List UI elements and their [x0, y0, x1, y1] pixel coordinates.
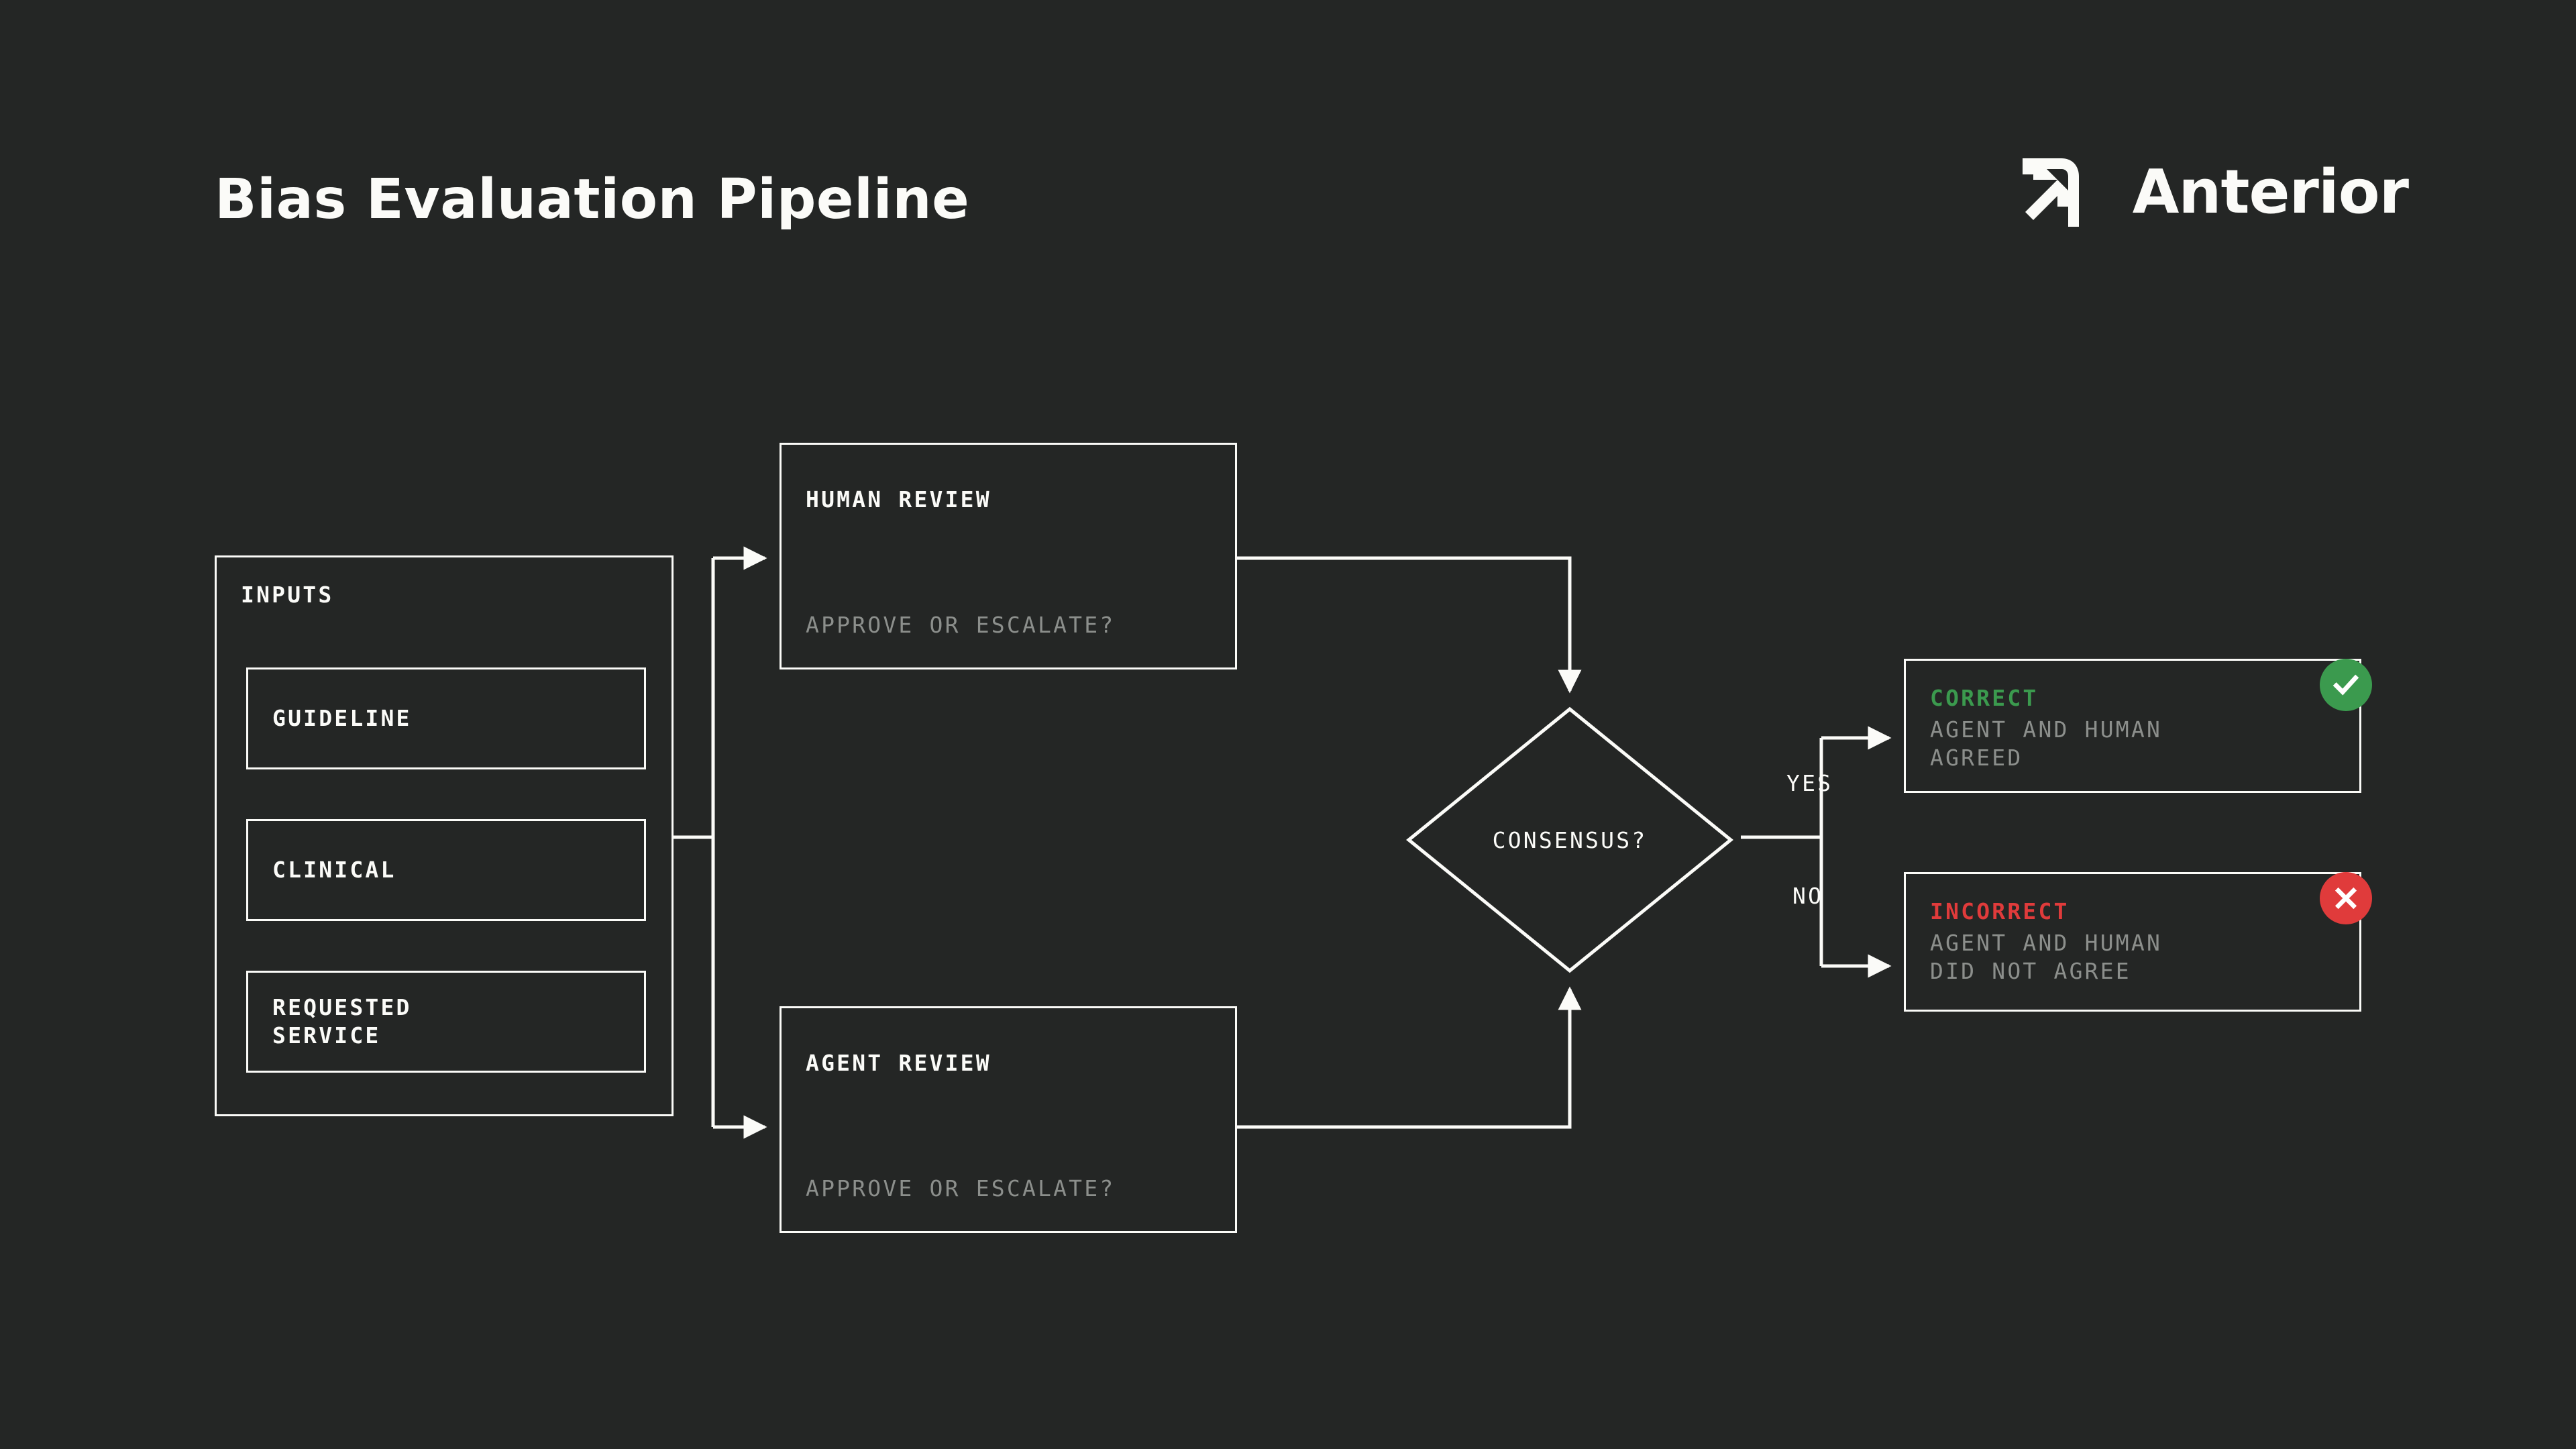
human-review-title: HUMAN REVIEW: [806, 486, 991, 513]
page-title: Bias Evaluation Pipeline: [215, 168, 970, 231]
branch-label-no: NO: [1792, 883, 1824, 909]
outcome-incorrect-title: INCORRECT: [1930, 898, 2070, 924]
consensus-decision-node[interactable]: CONSENSUS?: [1399, 669, 1741, 1011]
outcome-incorrect-node[interactable]: INCORRECT AGENT AND HUMAN DID NOT AGREE: [1904, 872, 2361, 1012]
agent-review-subtitle: APPROVE OR ESCALATE?: [806, 1175, 1116, 1201]
brand-lockup: Anterior: [2020, 156, 2409, 229]
input-chip-requested-service[interactable]: REQUESTED SERVICE: [246, 971, 646, 1073]
brand-name: Anterior: [2132, 157, 2409, 227]
input-chip-label: REQUESTED SERVICE: [272, 994, 412, 1049]
x-icon: [2334, 887, 2357, 910]
outcome-correct-node[interactable]: CORRECT AGENT AND HUMAN AGREED: [1904, 659, 2361, 793]
anterior-a-mark-icon: [2022, 158, 2079, 227]
outcome-correct-subtitle: AGENT AND HUMAN AGREED: [1930, 716, 2163, 771]
input-chip-label: GUIDELINE: [272, 704, 412, 731]
outcome-incorrect-subtitle: AGENT AND HUMAN DID NOT AGREE: [1930, 930, 2163, 985]
check-icon: [2332, 674, 2359, 696]
outcome-correct-title: CORRECT: [1930, 685, 2039, 711]
branch-label-yes: YES: [1786, 770, 1833, 796]
agent-review-title: AGENT REVIEW: [806, 1050, 991, 1076]
inputs-title: INPUTS: [241, 582, 334, 608]
consensus-label: CONSENSUS?: [1492, 826, 1648, 853]
inputs-node[interactable]: INPUTS GUIDELINE CLINICAL REQUESTED SERV…: [215, 555, 674, 1116]
input-chip-clinical[interactable]: CLINICAL: [246, 819, 646, 921]
input-chip-guideline[interactable]: GUIDELINE: [246, 667, 646, 769]
x-circle-icon: [2320, 872, 2372, 924]
input-chip-label: CLINICAL: [272, 856, 396, 883]
human-review-subtitle: APPROVE OR ESCALATE?: [806, 612, 1116, 638]
human-review-node[interactable]: HUMAN REVIEW APPROVE OR ESCALATE?: [780, 443, 1237, 669]
check-circle-icon: [2320, 659, 2372, 711]
agent-review-node[interactable]: AGENT REVIEW APPROVE OR ESCALATE?: [780, 1006, 1237, 1233]
diamond-shape-icon: [1406, 706, 1733, 973]
